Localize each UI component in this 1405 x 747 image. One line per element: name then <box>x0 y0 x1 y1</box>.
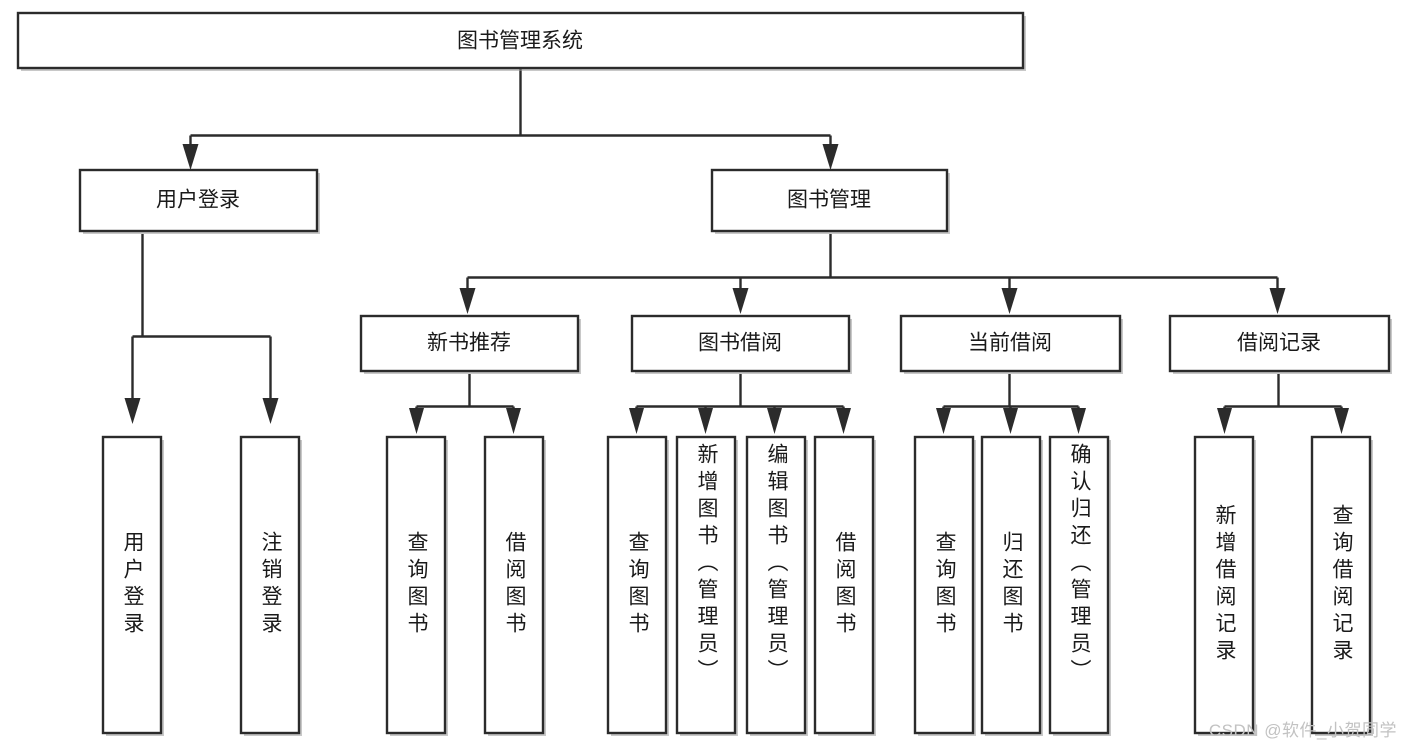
node-leaf-add-book[interactable]: 新增图书（管理员） <box>675 435 738 736</box>
arrow-head-leaf-borrow-book-1 <box>506 408 521 434</box>
node-leaf-user-login[interactable]: 用户登录 <box>101 435 164 736</box>
node-leaf-add-record[interactable]: 新增借阅记录 <box>1193 435 1256 736</box>
arrow-head-leaf-return-book <box>1003 408 1018 434</box>
node-leaf-edit-book[interactable]: 编辑图书（管理员） <box>745 435 808 736</box>
node-book-borrow[interactable]: 图书借阅 <box>630 314 852 374</box>
node-user-login[interactable]: 用户登录 <box>78 168 320 234</box>
node-leaf-query-book-3-label: 查询图书 <box>933 531 956 639</box>
node-borrow-record-label: 借阅记录 <box>1237 332 1321 355</box>
arrow-head-new-book-recommend <box>459 288 476 314</box>
node-leaf-query-book-2-label: 查询图书 <box>626 531 649 639</box>
arrow-head-leaf-query-book-3 <box>936 408 951 434</box>
node-book-manage[interactable]: 图书管理 <box>710 168 950 234</box>
arrow-head-leaf-user-login <box>124 398 141 424</box>
arrow-head-leaf-add-book <box>698 408 713 434</box>
node-current-borrow[interactable]: 当前借阅 <box>899 314 1123 374</box>
node-leaf-user-logout-label: 注销登录 <box>259 531 282 639</box>
connector-layer <box>124 68 1349 434</box>
arrow-head-leaf-add-record <box>1217 408 1232 434</box>
node-leaf-borrow-book-2[interactable]: 借阅图书 <box>813 435 876 736</box>
node-user-login-label: 用户登录 <box>156 189 240 212</box>
node-leaf-query-record-label: 查询借阅记录 <box>1330 504 1353 666</box>
node-leaf-return-book[interactable]: 归还图书 <box>980 435 1043 736</box>
node-new-book-recommend[interactable]: 新书推荐 <box>359 314 581 374</box>
arrow-head-leaf-query-book-1 <box>409 408 424 434</box>
arrow-head-user-login <box>182 144 199 170</box>
node-leaf-query-book-1-label: 查询图书 <box>405 531 428 639</box>
arrow-head-leaf-borrow-book-2 <box>836 408 851 434</box>
node-leaf-confirm-return[interactable]: 确认归还（管理员） <box>1048 435 1111 736</box>
arrow-head-book-manage <box>822 144 839 170</box>
arrow-head-leaf-user-logout <box>262 398 279 424</box>
arrow-head-leaf-confirm-return <box>1071 408 1086 434</box>
node-leaf-return-book-label: 归还图书 <box>1000 531 1023 639</box>
node-leaf-add-book-label: 新增图书（管理员） <box>695 443 718 686</box>
node-root[interactable]: 图书管理系统 <box>16 11 1026 71</box>
arrow-head-leaf-query-book-2 <box>629 408 644 434</box>
node-leaf-query-book-3[interactable]: 查询图书 <box>913 435 976 736</box>
node-leaf-user-login-label: 用户登录 <box>121 531 144 639</box>
node-leaf-add-record-label: 新增借阅记录 <box>1213 504 1236 666</box>
node-leaf-edit-book-label: 编辑图书（管理员） <box>765 443 788 686</box>
arrow-head-borrow-record <box>1269 288 1286 314</box>
node-current-borrow-label: 当前借阅 <box>968 332 1052 355</box>
csdn-watermark: CSDN @软件_小贺同学 <box>1208 721 1397 740</box>
arrow-head-leaf-query-record <box>1334 408 1349 434</box>
node-book-manage-label: 图书管理 <box>787 189 871 212</box>
node-leaf-borrow-book-2-label: 借阅图书 <box>833 531 856 639</box>
node-leaf-confirm-return-label: 确认归还（管理员） <box>1068 443 1091 686</box>
arrow-head-current-borrow <box>1001 288 1018 314</box>
node-leaf-query-record[interactable]: 查询借阅记录 <box>1310 435 1373 736</box>
node-borrow-record[interactable]: 借阅记录 <box>1168 314 1392 374</box>
node-leaf-borrow-book-1[interactable]: 借阅图书 <box>483 435 546 736</box>
arrow-head-book-borrow <box>732 288 749 314</box>
node-leaf-query-book-2[interactable]: 查询图书 <box>606 435 669 736</box>
node-book-borrow-label: 图书借阅 <box>698 332 782 355</box>
arrow-head-leaf-edit-book <box>767 408 782 434</box>
node-leaf-user-logout[interactable]: 注销登录 <box>239 435 302 736</box>
node-leaf-query-book-1[interactable]: 查询图书 <box>385 435 448 736</box>
node-root-label: 图书管理系统 <box>457 30 583 53</box>
node-new-book-recommend-label: 新书推荐 <box>427 332 511 355</box>
node-leaf-borrow-book-1-label: 借阅图书 <box>503 531 526 639</box>
